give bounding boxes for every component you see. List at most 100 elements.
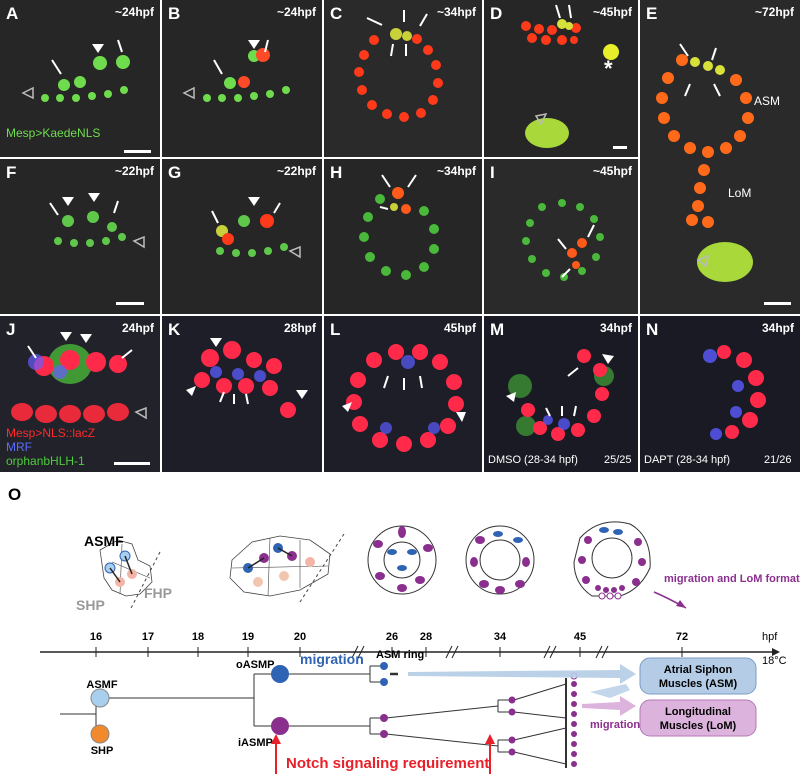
axis-break: [595, 645, 609, 659]
panel-time: ~72hpf: [754, 5, 794, 19]
treatment-label: DAPT (28-34 hpf): [644, 454, 731, 466]
panel-time: ~24hpf: [114, 5, 154, 19]
axis-break: [351, 645, 365, 659]
scale-bar: [116, 302, 144, 305]
svg-text:Muscles (ASM): Muscles (ASM): [659, 678, 738, 690]
panel-letter: F: [6, 163, 17, 182]
panel-time: 24hpf: [121, 321, 154, 335]
panel-a: A ~24hpf Mesp>KaedeNLS: [0, 0, 160, 157]
axis-break: [445, 645, 459, 659]
axis-break: [543, 645, 557, 659]
asmf-label: ASMF: [84, 533, 124, 549]
panel-letter: J: [6, 320, 16, 339]
tick-label: 19: [242, 631, 254, 643]
panel-label: Mesp>KaedeNLS: [6, 126, 101, 140]
tick-label: 26: [386, 631, 398, 643]
panel-l: L 45hpf: [324, 316, 482, 472]
panel-h-image: [324, 159, 482, 314]
panel-l-image: [324, 316, 482, 472]
ring-45: [573, 521, 651, 600]
legend-green: orphanbHLH-1: [6, 454, 85, 468]
panel-time: ~45hpf: [592, 164, 632, 178]
tick-label: 28: [420, 631, 432, 643]
asm-box: Atrial Siphon Muscles (ASM): [639, 657, 757, 695]
tick-label: 45: [574, 631, 586, 643]
svg-text:ASM ring: ASM ring: [376, 649, 424, 661]
panel-j-image: [0, 316, 160, 472]
panel-letter: H: [330, 163, 343, 182]
panel-d-image: [484, 0, 638, 157]
panel-letter: M: [490, 320, 505, 339]
panel-letter: N: [646, 320, 659, 339]
panel-letter: D: [490, 4, 503, 23]
panel-n-image: [640, 316, 800, 472]
panel-f-image: [0, 159, 160, 314]
panel-time: ~24hpf: [276, 5, 316, 19]
panel-time: ~34hpf: [436, 164, 476, 178]
tick-label: 18: [192, 631, 204, 643]
panel-letter: E: [646, 4, 658, 23]
shp-label: SHP: [76, 597, 105, 613]
panel-time: 34hpf: [761, 321, 794, 335]
svg-text:Atrial Siphon: Atrial Siphon: [664, 664, 733, 676]
panel-b: B ~24hpf: [162, 0, 322, 157]
lineage-nodes: [90, 662, 578, 767]
scale-bar: [764, 302, 791, 305]
ring-34: [465, 525, 535, 595]
svg-text:migration: migration: [300, 651, 364, 667]
panel-c-image: [324, 0, 482, 157]
asm-label: ASM: [754, 94, 781, 108]
ratio-label: 25/25: [604, 454, 632, 466]
tick-label: 16: [90, 631, 102, 643]
svg-text:migration: migration: [590, 719, 640, 731]
panel-m: M 34hpf DMSO (28-34 hpf) 25/25: [484, 316, 638, 472]
tick-label: 20: [294, 631, 306, 643]
panel-letter: B: [168, 4, 181, 23]
panel-time: 45hpf: [443, 321, 476, 335]
panel-m-image: [484, 316, 638, 472]
legend-red: Mesp>NLS::lacZ: [6, 426, 96, 440]
panel-letter: O: [8, 485, 21, 504]
panel-letter: A: [6, 4, 19, 23]
panel-time: ~34hpf: [436, 5, 476, 19]
panel-i: I ~45hpf: [484, 159, 638, 314]
ring-28: [367, 525, 437, 595]
svg-text:Muscles (LoM): Muscles (LoM): [660, 720, 737, 732]
treatment-label: DMSO (28-34 hpf): [488, 454, 578, 466]
legend: Mesp>NLS::lacZ MRF orphanbHLH-1: [6, 426, 95, 468]
panel-g-image: [162, 159, 322, 314]
panel-j: J 24hpf Mesp>NLS::lacZ MRF orphanbHLH-1: [0, 316, 160, 472]
svg-text:ASMF: ASMF: [86, 679, 117, 691]
scale-bar: [124, 150, 151, 153]
panel-letter: G: [168, 163, 182, 182]
panel-d: D ~45hpf *: [484, 0, 638, 157]
panel-e: E ~72hpf ASM LoM: [640, 0, 800, 314]
lom-box: Longitudinal Muscles (LoM): [639, 699, 757, 737]
scale-bar: [613, 146, 627, 149]
notch-requirement: Notch signaling requirement: [271, 734, 495, 774]
tick-label: 17: [142, 631, 154, 643]
panel-letter: L: [330, 320, 341, 339]
svg-text:oASMP: oASMP: [236, 659, 275, 671]
panel-a-image: [0, 0, 160, 157]
panel-c: C ~34hpf: [324, 0, 482, 157]
panel-n: N 34hpf DAPT (28-34 hpf) 21/26: [640, 316, 800, 472]
panel-k-image: [162, 316, 322, 472]
legend-blue: MRF: [6, 440, 32, 454]
svg-text:SHP: SHP: [91, 745, 114, 757]
lineage-labels: ASMF SHP oASMP iASMP migration ASM ring …: [86, 649, 640, 757]
panel-time: 28hpf: [283, 321, 316, 335]
panel-time: ~22hpf: [276, 164, 316, 178]
tick-label: 72: [676, 631, 688, 643]
svg-text:iASMP: iASMP: [238, 737, 273, 749]
temperature-label: 18°C: [762, 655, 787, 667]
asmf-cluster-drawing: ASMF SHP FHP: [76, 533, 172, 613]
asmp-cluster-drawing: [229, 533, 345, 603]
panel-f: F ~22hpf: [0, 159, 160, 314]
panel-letter: C: [330, 4, 343, 23]
schematic-o: O ASMF SHP FHP: [8, 485, 800, 774]
lom-arrow: [582, 696, 636, 716]
